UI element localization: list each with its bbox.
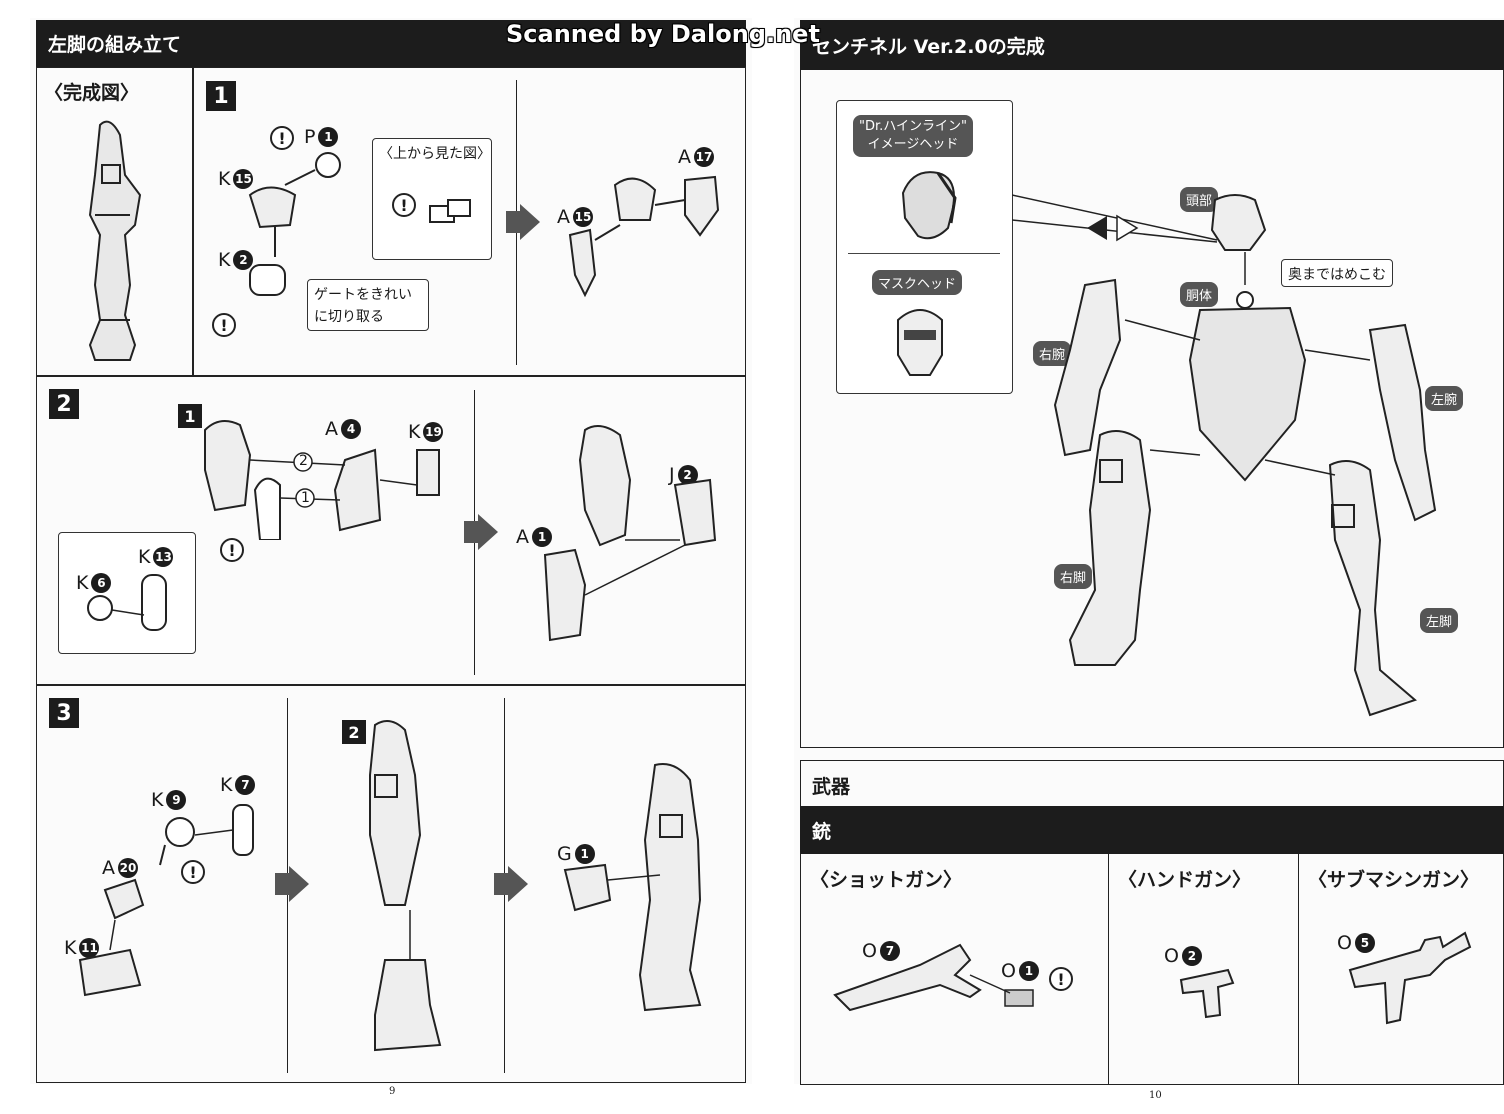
step2-assembly-illustration	[543, 425, 717, 642]
swap-arrow-icon	[1012, 194, 1218, 243]
next-arrow-stem	[494, 873, 508, 895]
caution-icon: !	[1049, 967, 1073, 991]
right-arm-tag: 右腕	[1033, 341, 1072, 366]
gate-note: ゲートをきれい に切り取る	[307, 279, 429, 331]
caution-icon: !	[392, 193, 416, 217]
submachinegun-label: 〈サブマシンガン〉	[1308, 869, 1480, 891]
mask-head-tag: マスクヘッド	[872, 270, 963, 295]
caution-icon: !	[181, 860, 205, 884]
step2-number: 2	[49, 389, 79, 419]
step1-parts-illustration	[248, 152, 341, 296]
mask-head-illustration	[897, 309, 943, 376]
scan-watermark: Scanned by Dalong.net	[506, 20, 820, 48]
left-leg-tag: 左脚	[1420, 608, 1459, 633]
face-head-illustration	[901, 171, 957, 240]
shotgun-illustration	[833, 943, 1034, 1012]
shotgun-label: 〈ショットガン〉	[810, 869, 963, 891]
completed-view-panel	[36, 67, 193, 376]
caution-icon: !	[212, 313, 236, 337]
step3-parts-illustration	[78, 804, 254, 997]
inset-divider	[848, 253, 1000, 254]
step3-panel	[36, 685, 746, 1083]
head-tag: 頭部	[1180, 187, 1219, 212]
right-leg-tag: 右脚	[1054, 564, 1093, 589]
next-arrow-icon	[289, 866, 309, 902]
right-page-title: センチネル Ver.2.0の完成	[812, 35, 1045, 58]
guns-title: 銃	[812, 820, 832, 843]
handgun-illustration	[1179, 968, 1235, 1019]
next-arrow-stem	[275, 873, 289, 895]
step3-number: 3	[49, 698, 79, 728]
top-view-part-icon	[429, 199, 471, 223]
guns-divider-1	[1108, 854, 1109, 1084]
next-arrow-icon	[508, 866, 528, 902]
step2-parts-illustration	[204, 420, 440, 540]
option-head-tag: "Dr.ハインライン" イメージヘッド	[853, 115, 973, 157]
left-page-number: 9	[389, 1086, 396, 1097]
order-2-marker: 2	[299, 453, 308, 469]
next-arrow-stem	[506, 211, 520, 233]
next-arrow-icon	[520, 204, 540, 240]
left-arm-tag: 左腕	[1425, 386, 1464, 411]
k13-k6-inset	[58, 532, 196, 654]
step2-ref-step: 1	[178, 404, 202, 428]
completed-label: 〈完成図〉	[44, 82, 140, 104]
step1-panel	[193, 67, 746, 376]
completed-leg-illustration	[88, 120, 142, 361]
step2-panel	[36, 376, 746, 685]
k13-k6-illustration	[87, 574, 167, 631]
torso-tag: 胴体	[1180, 282, 1219, 307]
caution-icon: !	[220, 538, 244, 562]
right-page-number: 10	[1149, 1090, 1162, 1101]
left-page-title-bar: 左脚の組み立て	[36, 20, 746, 67]
right-page-title-bar: センチネル Ver.2.0の完成	[800, 20, 1504, 70]
step3-assembly-illustration	[563, 763, 702, 1012]
left-page-title: 左脚の組み立て	[48, 34, 182, 56]
next-arrow-icon	[478, 514, 498, 550]
step1-number: 1	[206, 81, 236, 111]
insert-note: 奥まではめこむ	[1281, 259, 1393, 287]
submachinegun-illustration	[1348, 931, 1472, 1025]
step3-leg-illustration	[369, 720, 442, 1052]
next-arrow-stem	[464, 521, 478, 543]
order-1-marker: 1	[301, 490, 310, 506]
guns-title-bar: 銃	[800, 806, 1504, 854]
weapons-title: 武器	[812, 776, 851, 798]
caution-icon: !	[270, 126, 294, 150]
guns-divider-2	[1298, 854, 1299, 1084]
step3-ref-step: 2	[342, 720, 366, 744]
top-view-inset: 〈上から見た図〉	[372, 138, 492, 260]
sentinel-exploded-illustration	[1053, 194, 1437, 717]
step1-assembly-illustration	[568, 175, 720, 298]
handgun-label: 〈ハンドガン〉	[1118, 869, 1252, 891]
